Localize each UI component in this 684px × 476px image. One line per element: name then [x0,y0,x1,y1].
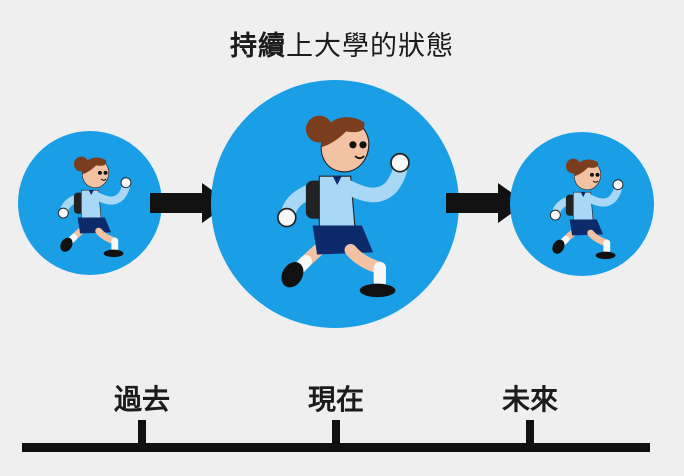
tick-future [526,420,534,446]
title-bold-part: 持續 [230,31,286,62]
label-present: 現在 [307,383,364,416]
tick-present [332,420,340,446]
tick-past [138,420,146,446]
scene [18,80,654,328]
title-rest-part: 上大學的狀態 [286,31,454,62]
timeline-axis [22,443,650,452]
label-past: 過去 [113,383,170,416]
label-future: 未來 [501,383,558,416]
diagram-title: 持續上大學的狀態 [0,24,684,63]
